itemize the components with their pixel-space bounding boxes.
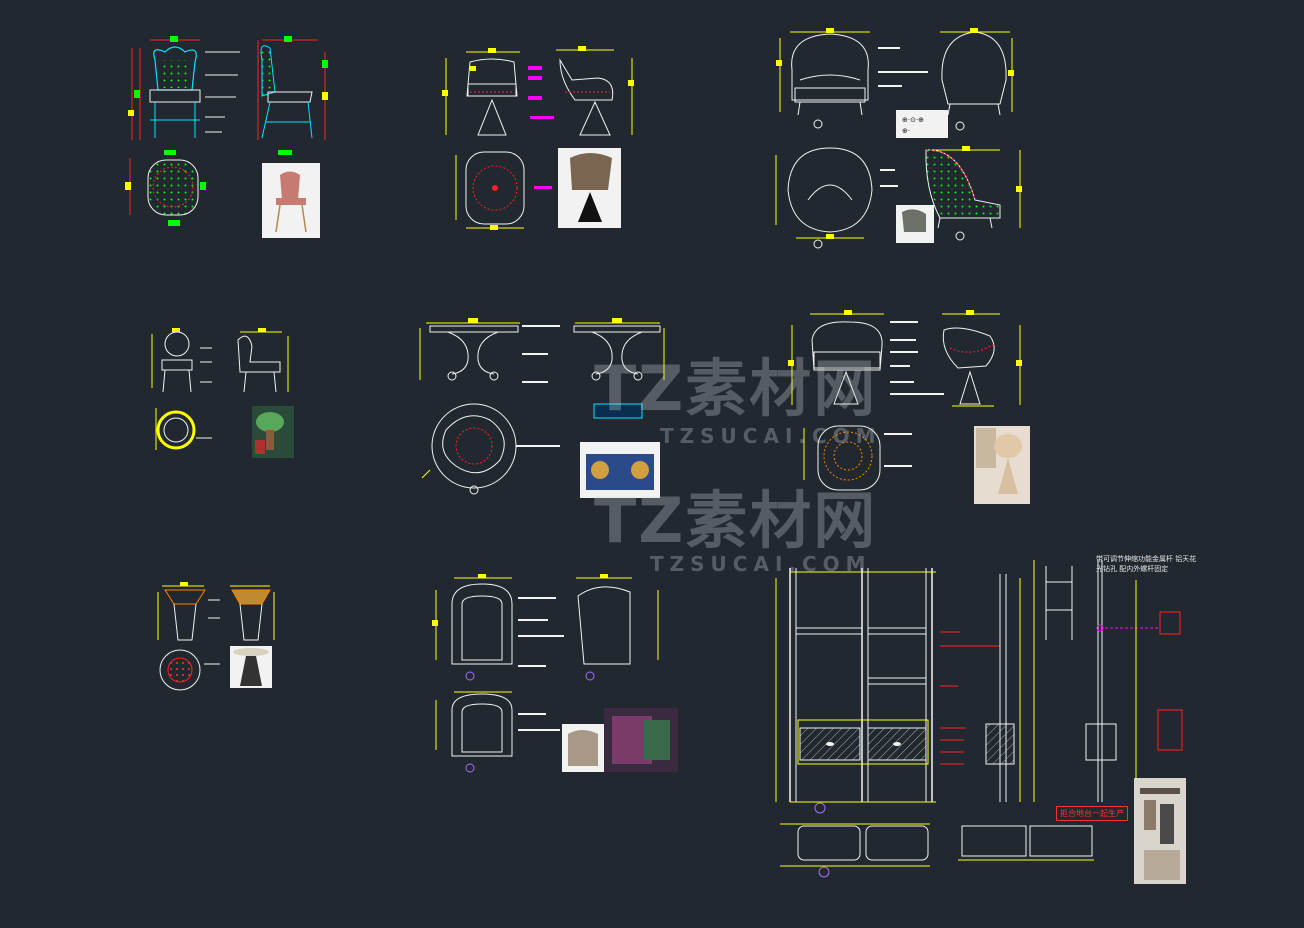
cabinet-drawing-group	[775, 560, 1186, 884]
svg-text:⊕·⊙·⊕: ⊕·⊙·⊕	[902, 116, 924, 124]
chair-6-drawing-group	[432, 574, 678, 773]
rod-note-line-1: 带可调节伸缩功能金属杆 铝天花	[1096, 555, 1197, 563]
chair-2-front-view	[442, 48, 542, 136]
chair-3-back-view: ⊕·⊙·⊕ ⊕·	[896, 28, 1014, 138]
chair-5-drawing-group	[788, 310, 1030, 504]
stool-drawing-group	[157, 582, 275, 691]
rod-note-line-2: 光钻孔 配内外螺杆固定	[1096, 565, 1169, 573]
chair-3-drawing-group: ⊕·⊙·⊕ ⊕·	[775, 28, 1022, 249]
chair-1-drawing-group	[125, 36, 328, 238]
watermark-brand-top: TZ素材网	[594, 352, 878, 425]
chair-1-front-view	[128, 36, 240, 155]
chair-2-side-view	[530, 46, 634, 136]
chair-3-top-view	[775, 147, 898, 249]
chair-1-top-view	[125, 158, 206, 226]
chair-1-photo	[262, 163, 320, 238]
watermark-url-bottom: TZSUCAI.COM	[650, 552, 872, 576]
chair-2-drawing-group	[442, 46, 634, 230]
table-drawing-group	[419, 318, 665, 498]
chair-2-top-view	[455, 151, 552, 230]
chair-3-front-view	[776, 28, 928, 129]
chair-4-drawing-group	[151, 328, 294, 458]
production-stamp: 拒合地台一起生产	[1056, 806, 1128, 821]
svg-text:⊕·: ⊕·	[902, 127, 910, 135]
watermark-brand-bottom: TZ素材网	[594, 484, 878, 557]
chair-2-photo	[558, 148, 621, 228]
chair-1-side-view	[257, 36, 328, 155]
chair-3-side-view	[896, 146, 1022, 243]
watermark-url-top: TZSUCAI.COM	[660, 424, 882, 448]
